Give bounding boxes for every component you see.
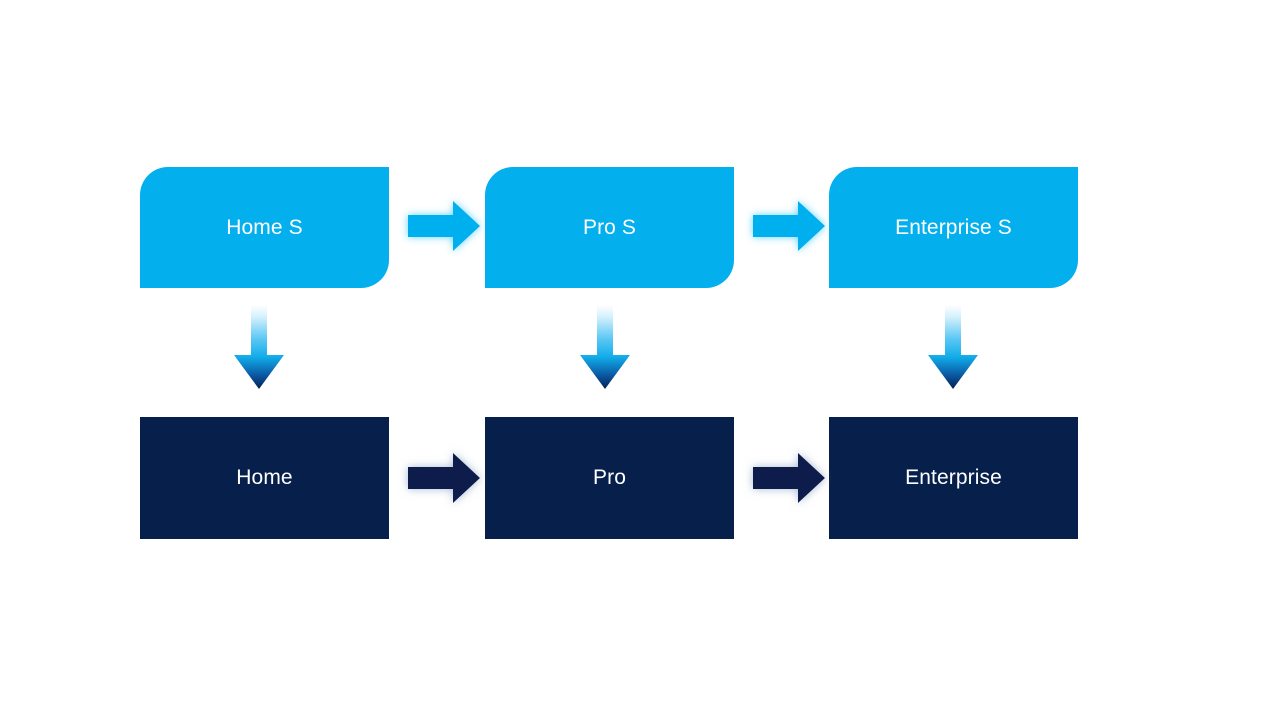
arrow-pro-s-to-pro <box>578 305 632 391</box>
arrow-down-icon <box>234 305 284 389</box>
arrow-down-icon <box>928 305 978 389</box>
node-pro-label: Pro <box>593 466 626 490</box>
node-enterprise-s-label: Enterprise S <box>895 215 1012 239</box>
arrow-right-icon <box>753 201 825 251</box>
node-enterprise[interactable]: Enterprise <box>829 417 1078 539</box>
node-pro-s-label: Pro S <box>582 215 637 239</box>
node-home-label: Home <box>236 466 293 490</box>
arrow-home-s-to-home <box>232 305 286 391</box>
arrow-right-icon <box>408 453 480 503</box>
arrow-pro-to-enterprise <box>743 446 829 510</box>
arrow-right-icon <box>753 453 825 503</box>
arrow-down-icon <box>580 305 630 389</box>
node-home[interactable]: Home <box>140 417 389 539</box>
node-enterprise-s[interactable]: Enterprise S <box>829 167 1078 288</box>
arrow-home-to-pro <box>398 446 484 510</box>
arrow-home-s-to-pro-s <box>398 194 484 258</box>
node-pro[interactable]: Pro <box>485 417 734 539</box>
arrow-enterprise-s-to-enterprise <box>926 305 980 391</box>
node-enterprise-label: Enterprise <box>905 466 1002 490</box>
node-home-s[interactable]: Home S <box>140 167 389 288</box>
arrow-right-icon <box>408 201 480 251</box>
node-pro-s[interactable]: Pro S <box>485 167 734 288</box>
arrow-pro-s-to-enterprise-s <box>743 194 829 258</box>
node-home-s-label: Home S <box>226 215 303 239</box>
